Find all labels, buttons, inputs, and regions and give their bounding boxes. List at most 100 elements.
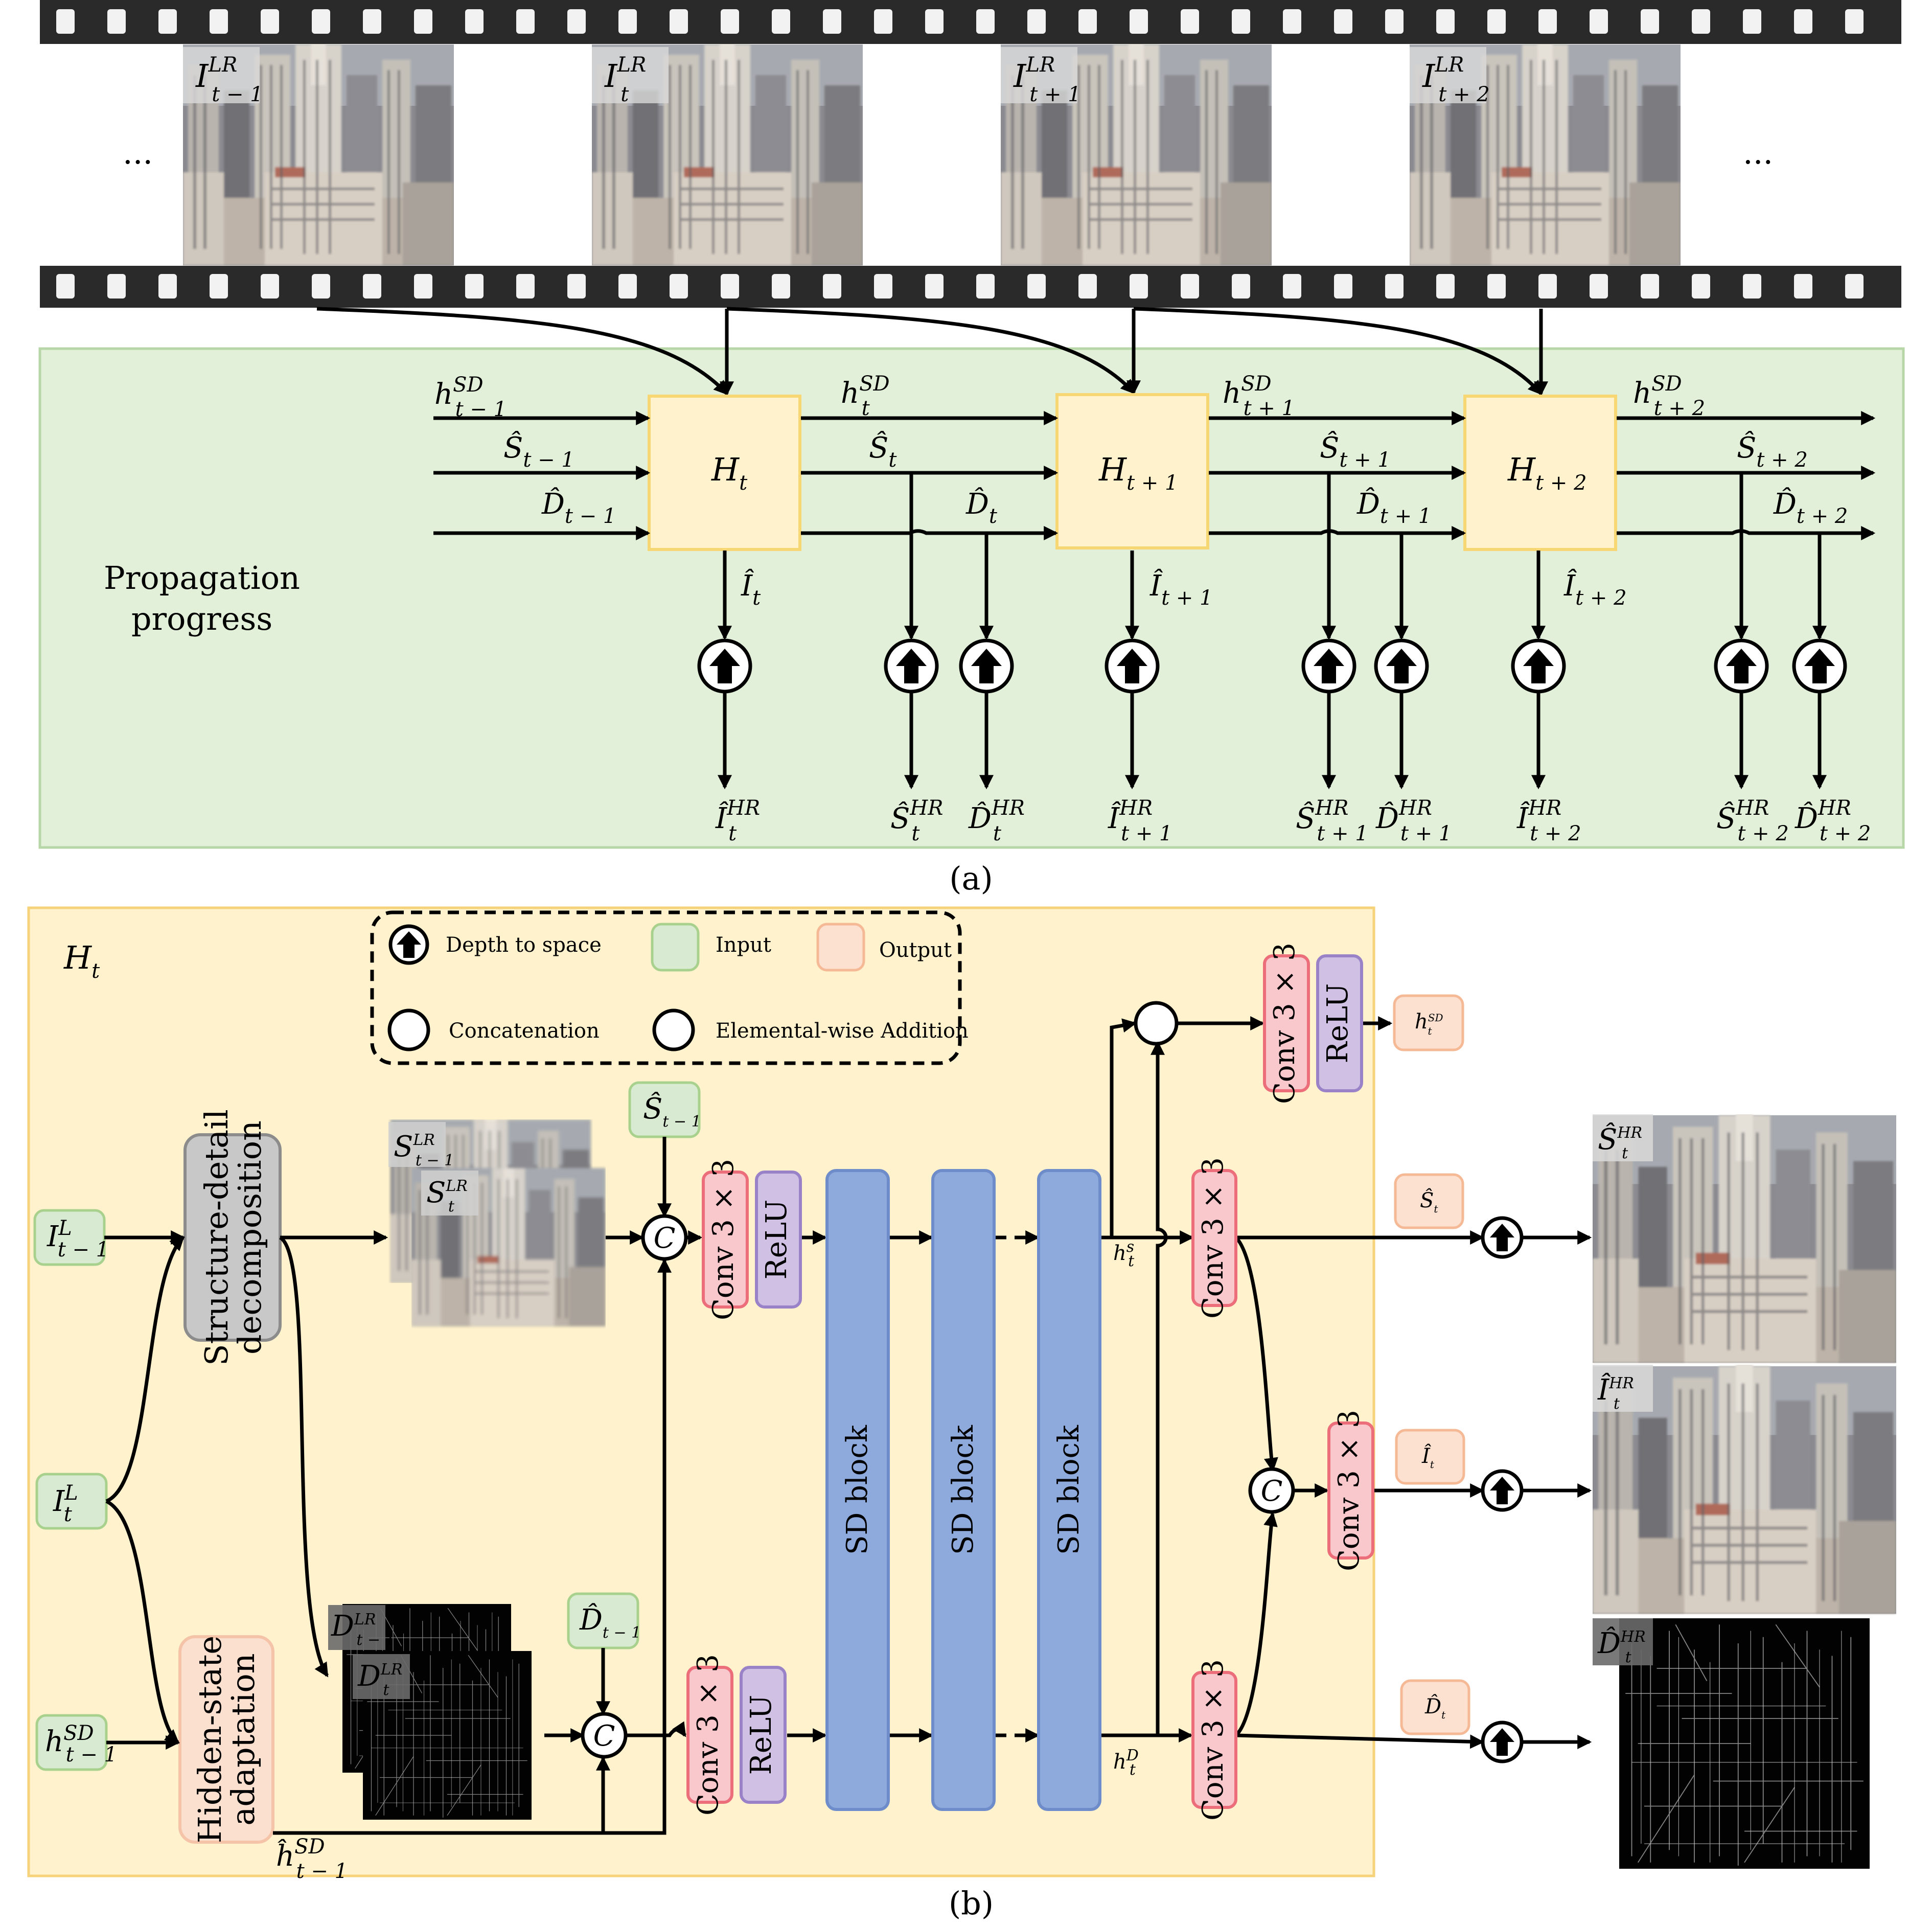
sprocket-hole [210, 9, 228, 34]
svg-text:Ŝt: Ŝt [1420, 1188, 1438, 1215]
hidden-state-adaptation-block: Hidden-state adaptation [178, 1635, 274, 1844]
sprocket-hole [670, 9, 688, 34]
concat-node-detail: C [581, 1712, 628, 1759]
sprocket-hole [312, 9, 330, 34]
sprocket-hole [158, 274, 177, 299]
sprocket-hole [1641, 274, 1659, 299]
sprocket-hole [976, 9, 995, 34]
sprocket-hole [1078, 9, 1097, 34]
svg-text:ILt − 1: ILt − 1 [47, 1217, 109, 1262]
sprocket-hole [1130, 9, 1148, 34]
svg-text:Hidden-state: Hidden-state [191, 1636, 228, 1843]
sprocket-hole [1385, 274, 1404, 299]
cell-label-H-t: Ht [711, 451, 748, 495]
svg-text:adaptation: adaptation [224, 1653, 262, 1825]
label-s-t1: Ŝt + 1 [1320, 430, 1391, 472]
svg-text:Conv 3 × 3: Conv 3 × 3 [1197, 1157, 1230, 1319]
sprocket-hole [1027, 9, 1046, 34]
sprocket-hole [363, 274, 381, 299]
structure-image-stack [388, 1116, 606, 1326]
filmstrip-ellipsis-left: ... [123, 134, 153, 171]
sprocket-hole [261, 9, 279, 34]
sprocket-hole [56, 274, 75, 299]
sprocket-hole [1232, 9, 1250, 34]
legend-input-swatch [651, 923, 700, 972]
sprocket-hole [1590, 9, 1608, 34]
svg-text:SD block: SD block [1052, 1425, 1086, 1555]
sprocket-hole [1538, 274, 1557, 299]
sprocket-hole [874, 274, 892, 299]
svg-text:C: C [593, 1719, 615, 1753]
sprocket-hole [158, 9, 177, 34]
cell-H-t [648, 395, 801, 551]
sd-block-1: SD block [825, 1169, 890, 1811]
sprocket-hole [823, 274, 841, 299]
sprocket-hole [772, 274, 790, 299]
sprocket-hole [1130, 274, 1148, 299]
svg-text:ReLU: ReLU [760, 1200, 793, 1280]
svg-text:decomposition: decomposition [231, 1120, 268, 1355]
sprocket-hole [465, 274, 484, 299]
cell-H-t1 [1055, 393, 1209, 549]
depth-to-space-i-t2-icon [1511, 638, 1566, 694]
label-s-t: Ŝt [869, 430, 897, 472]
sprocket-hole [56, 9, 75, 34]
depth-to-space-s-t-icon [884, 638, 939, 694]
cell-label-H-t2: Ht + 2 [1507, 451, 1587, 495]
depth-to-space-d-t2-icon [1792, 638, 1847, 694]
filmstrip-ellipsis-right: ... [1743, 134, 1773, 171]
caption-a: (a) [949, 860, 993, 897]
sprocket-hole [1845, 274, 1864, 299]
sd-block-2: SD block [931, 1169, 996, 1811]
sprocket-hole [772, 9, 790, 34]
label-d-prev: D̂t − 1 [541, 487, 616, 528]
sprocket-hole [1794, 9, 1812, 34]
filmstrip-bottom-band [40, 266, 1901, 308]
legend-concat-icon [387, 1008, 430, 1051]
label-d-t2: D̂t + 2 [1773, 487, 1848, 528]
svg-text:Conv 3 × 3: Conv 3 × 3 [692, 1654, 725, 1816]
svg-text:ReLU: ReLU [1321, 983, 1354, 1064]
input-d-prev: D̂t − 1 [567, 1592, 641, 1649]
svg-text:Conv 3 × 3: Conv 3 × 3 [1197, 1659, 1230, 1821]
film-frame-4 [1410, 39, 1681, 265]
output-i-t: Ît [1395, 1429, 1465, 1485]
svg-text:Ŝt − 1: Ŝt − 1 [643, 1091, 701, 1131]
depth-to-space-i-t-icon [697, 638, 752, 694]
sprocket-hole [1743, 9, 1761, 34]
conv-detail-out: Conv 3 × 3 [1191, 1659, 1237, 1821]
legend-addition-label: Elemental-wise Addition [716, 1019, 969, 1043]
depth-to-space-d-icon [1481, 1721, 1524, 1763]
output-s-t: Ŝt [1394, 1173, 1464, 1229]
label-i-t2: Ît + 2 [1563, 568, 1627, 610]
legend: Depth to space Input Output Concatenatio… [370, 910, 969, 1065]
filmstrip-top-band [40, 0, 1901, 44]
sprocket-hole [1641, 9, 1659, 34]
input-s-prev: Ŝt − 1 [628, 1081, 701, 1138]
depth-to-space-i-icon [1481, 1469, 1524, 1512]
sprocket-hole [1436, 274, 1455, 299]
svg-text:ReLU: ReLU [745, 1695, 778, 1775]
svg-text:C: C [654, 1222, 676, 1255]
sprocket-hole [414, 9, 432, 34]
relu-hidden-out: ReLU [1316, 954, 1363, 1092]
sd-block-3: SD block [1037, 1169, 1101, 1811]
svg-text:SD block: SD block [841, 1425, 874, 1555]
sprocket-hole [1385, 9, 1404, 34]
legend-addition-icon [652, 1008, 695, 1051]
sprocket-hole [1078, 274, 1097, 299]
legend-input-label: Input [716, 933, 771, 957]
